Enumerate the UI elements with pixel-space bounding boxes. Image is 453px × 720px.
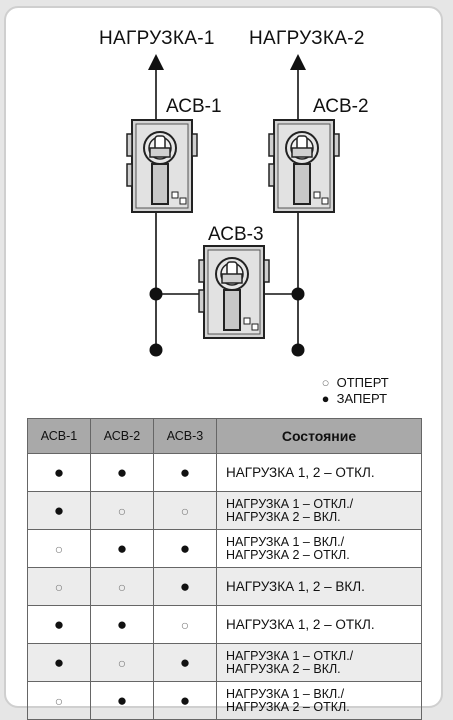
header-state: Состояние xyxy=(216,418,422,454)
state-description-cell: НАГРУЗКА 1 – ОТКЛ./НАГРУЗКА 2 – ВКЛ. xyxy=(216,491,422,530)
breaker-status-cell: ○ xyxy=(90,567,154,606)
load2-arrow-icon xyxy=(290,54,306,70)
table-row: ○●●НАГРУЗКА 1 – ВКЛ./НАГРУЗКА 2 – ОТКЛ. xyxy=(27,681,422,720)
wiring-diagram xyxy=(126,54,340,357)
breaker-status-cell: ● xyxy=(90,681,154,720)
breaker-status-cell: ● xyxy=(90,529,154,568)
state-description-line: НАГРУЗКА 1, 2 – ВКЛ. xyxy=(226,578,365,594)
breaker-1-label: АСВ-1 xyxy=(166,96,222,117)
breaker-status-cell: ○ xyxy=(27,567,91,606)
breaker-status-cell: ○ xyxy=(153,605,217,644)
state-description-line: НАГРУЗКА 1 – ВКЛ./ xyxy=(226,687,345,701)
breaker-status-cell: ○ xyxy=(90,491,154,530)
breaker-status-cell: ○ xyxy=(27,529,91,568)
breaker-status-cell: ● xyxy=(90,605,154,644)
breaker-status-cell: ● xyxy=(153,453,217,492)
breaker-status-cell: ● xyxy=(27,453,91,492)
breaker-status-cell: ● xyxy=(153,529,217,568)
breaker-status-cell: ○ xyxy=(153,491,217,530)
header-acb1: АСВ-1 xyxy=(27,418,91,454)
load2-label: НАГРУЗКА-2 xyxy=(249,28,365,49)
state-description-line: НАГРУЗКА 2 – ВКЛ. xyxy=(226,509,341,524)
breaker-status-cell: ● xyxy=(153,643,217,682)
state-description-cell: НАГРУЗКА 1 – ВКЛ./НАГРУЗКА 2 – ОТКЛ. xyxy=(216,681,422,720)
state-description-cell: НАГРУЗКА 1, 2 – ВКЛ. xyxy=(216,567,422,606)
state-description-cell: НАГРУЗКА 1, 2 – ОТКЛ. xyxy=(216,453,422,492)
breaker-3-label: АСВ-3 xyxy=(208,224,264,245)
state-description-line: НАГРУЗКА 2 – ВКЛ. xyxy=(226,661,341,676)
breaker-status-cell: ● xyxy=(27,491,91,530)
header-acb2: АСВ-2 xyxy=(90,418,154,454)
breaker-status-cell: ● xyxy=(27,643,91,682)
breaker-2-label: АСВ-2 xyxy=(313,96,369,117)
terminal-dot xyxy=(291,343,305,357)
breaker-status-cell: ● xyxy=(90,453,154,492)
breaker-status-cell: ○ xyxy=(90,643,154,682)
legend-locked-label: ЗАПЕРТ xyxy=(336,391,388,406)
state-description-line: НАГРУЗКА 1 – ВКЛ./ xyxy=(226,535,345,549)
state-description-line: НАГРУЗКА 2 – ОТКЛ. xyxy=(226,699,350,714)
state-description-line: НАГРУЗКА 1, 2 – ОТКЛ. xyxy=(226,464,375,480)
state-table: АСВ-1 АСВ-2 АСВ-3 Состояние ●●●НАГРУЗКА … xyxy=(27,418,422,720)
legend-open-label: ОТПЕРТ xyxy=(336,375,389,390)
state-description-cell: НАГРУЗКА 1, 2 – ОТКЛ. xyxy=(216,605,422,644)
state-description-line: НАГРУЗКА 1 – ОТКЛ./ xyxy=(226,497,354,511)
legend-locked: ● ЗАПЕРТ xyxy=(318,391,387,406)
breaker-status-cell: ● xyxy=(153,681,217,720)
open-circle-icon: ○ xyxy=(321,375,330,390)
junction-dot xyxy=(149,287,163,301)
state-description-line: НАГРУЗКА 2 – ОТКЛ. xyxy=(226,547,350,562)
breaker-status-cell: ● xyxy=(27,605,91,644)
load1-arrow-icon xyxy=(148,54,164,70)
header-acb3: АСВ-3 xyxy=(153,418,217,454)
junction-dot xyxy=(291,287,305,301)
state-description-line: НАГРУЗКА 1 – ОТКЛ./ xyxy=(226,649,354,663)
state-description-cell: НАГРУЗКА 1 – ВКЛ./НАГРУЗКА 2 – ОТКЛ. xyxy=(216,529,422,568)
breaker-status-cell: ○ xyxy=(27,681,91,720)
table-row: ○●●НАГРУЗКА 1 – ВКЛ./НАГРУЗКА 2 – ОТКЛ. xyxy=(27,529,422,568)
legend-open: ○ ОТПЕРТ xyxy=(318,375,389,390)
breaker-1-icon xyxy=(126,119,198,213)
table-row: ●●○НАГРУЗКА 1, 2 – ОТКЛ. xyxy=(27,605,422,644)
table-row: ●●●НАГРУЗКА 1, 2 – ОТКЛ. xyxy=(27,453,422,492)
filled-circle-icon: ● xyxy=(321,391,330,406)
breaker-status-cell: ● xyxy=(153,567,217,606)
state-description-cell: НАГРУЗКА 1 – ОТКЛ./НАГРУЗКА 2 – ВКЛ. xyxy=(216,643,422,682)
table-header-row: АСВ-1 АСВ-2 АСВ-3 Состояние xyxy=(27,418,422,454)
table-row: ●○●НАГРУЗКА 1 – ОТКЛ./НАГРУЗКА 2 – ВКЛ. xyxy=(27,643,422,682)
breaker-2-icon xyxy=(268,119,340,213)
terminal-dot xyxy=(149,343,163,357)
breaker-3-icon xyxy=(198,245,270,339)
table-row: ○○●НАГРУЗКА 1, 2 – ВКЛ. xyxy=(27,567,422,606)
state-description-line: НАГРУЗКА 1, 2 – ОТКЛ. xyxy=(226,616,375,632)
load1-label: НАГРУЗКА-1 xyxy=(99,28,215,49)
table-row: ●○○НАГРУЗКА 1 – ОТКЛ./НАГРУЗКА 2 – ВКЛ. xyxy=(27,491,422,530)
